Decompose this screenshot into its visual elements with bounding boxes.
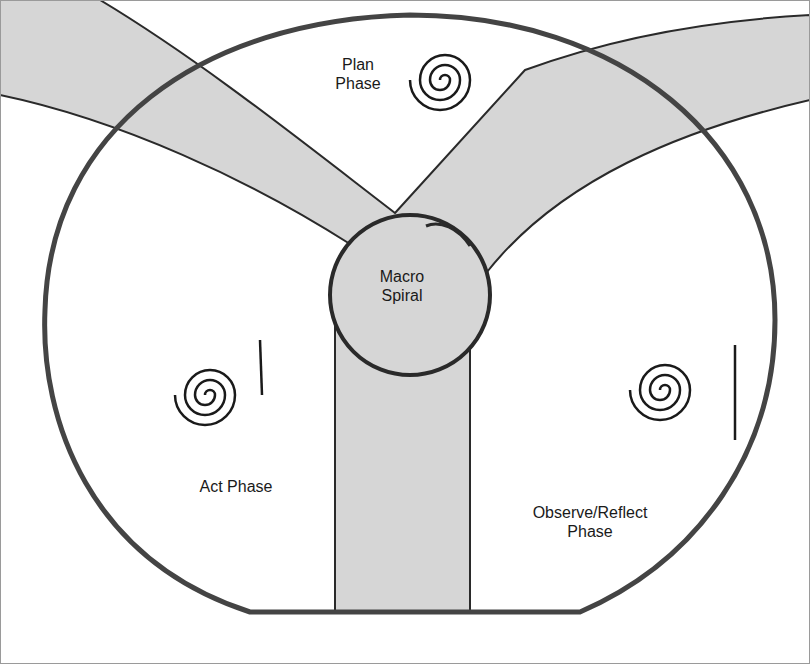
phase-region: Plan Phase xyxy=(326,53,390,95)
observe-spiral xyxy=(630,365,690,420)
act-spiral xyxy=(175,370,235,425)
region-label: Macro Spiral xyxy=(371,267,433,305)
region-label: Observe/Reflect Phase xyxy=(519,503,661,541)
grey-bands xyxy=(0,0,810,612)
act-spiral-tail xyxy=(260,340,262,395)
region-label: Plan Phase xyxy=(330,55,386,93)
phase-region: Act Phase xyxy=(181,475,291,498)
outer-boundary xyxy=(45,15,775,612)
macro-hook xyxy=(426,224,470,246)
plan-spiral xyxy=(410,55,470,110)
region-label: Act Phase xyxy=(185,477,287,496)
phase-region: Observe/Reflect Phase xyxy=(515,501,665,543)
macro-circle xyxy=(330,215,490,375)
phase-region: Macro Spiral xyxy=(367,265,437,307)
observe-spiral-tail xyxy=(734,345,737,440)
